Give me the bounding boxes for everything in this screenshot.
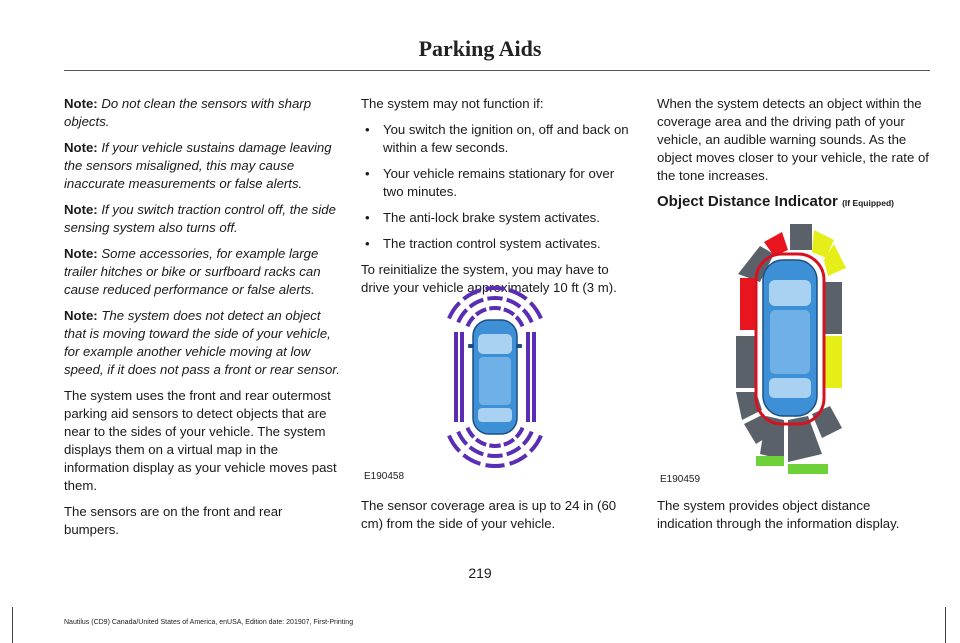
note-label: Note: — [64, 140, 98, 155]
note-1: Note: Do not clean the sensors with shar… — [64, 95, 340, 131]
note-2: Note: If your vehicle sustains damage le… — [64, 139, 340, 193]
coverage-arc-segment — [485, 463, 505, 469]
side-zones — [736, 278, 842, 388]
coverage-arc-segment — [514, 315, 525, 328]
note-text: The system does not detect an object tha… — [64, 308, 340, 377]
heading-text: Object Distance Indicator — [657, 193, 838, 210]
coverage-arc-segment — [514, 426, 525, 439]
coverage-arc-segment — [474, 437, 487, 447]
list-item: The anti-lock brake system activates. — [361, 209, 635, 227]
list-item: The traction control system activates. — [361, 235, 635, 253]
column-2: The system may not function if: You swit… — [361, 95, 635, 305]
crop-mark — [945, 607, 946, 643]
coverage-arc-segment — [462, 288, 482, 301]
coverage-arc-segment — [508, 453, 528, 466]
coverage-arc-segment — [521, 308, 534, 324]
coverage-arc-segment — [465, 315, 476, 328]
coverage-arc-segment — [506, 445, 522, 457]
coverage-arc-segment — [485, 285, 505, 291]
coverage-arc-segment — [528, 434, 543, 453]
coverage-arc-segment — [506, 297, 522, 309]
note-label: Note: — [64, 96, 98, 111]
figure-label: E190459 — [660, 474, 701, 485]
figure-caption: The system provides object distance indi… — [657, 498, 900, 531]
coverage-arc-segment — [488, 443, 502, 448]
coverage-arc-segment — [447, 301, 462, 320]
paragraph-audible-warning: When the system detects an object within… — [657, 96, 929, 183]
coverage-arc-segment — [508, 288, 528, 301]
list-item: Your vehicle remains stationary for over… — [361, 165, 635, 201]
note-4: Note: Some accessories, for example larg… — [64, 245, 340, 299]
bullet-list: You switch the ignition on, off and back… — [361, 121, 635, 253]
edition-footer: Nautilus (CD9) Canada/United States of A… — [64, 619, 354, 626]
note-label: Note: — [64, 202, 98, 217]
note-5: Note: The system does not detect an obje… — [64, 307, 340, 379]
coverage-arc-segment — [468, 297, 484, 309]
page-number: 219 — [468, 565, 492, 581]
coverage-arc-segment — [456, 430, 469, 446]
coverage-arc-segment — [474, 307, 487, 317]
coverage-arc-segment — [465, 426, 476, 439]
coverage-arc-segment — [487, 295, 503, 301]
coverage-arc-segment — [503, 307, 516, 317]
column-1: Note: Do not clean the sensors with shar… — [64, 95, 340, 547]
coverage-arc-segment — [503, 437, 516, 447]
note-3: Note: If you switch traction control off… — [64, 201, 340, 237]
page-title: Parking Aids — [418, 36, 542, 61]
heading-suffix: (If Equipped) — [842, 198, 894, 208]
paragraph-sensors-location: The sensors are on the front and rear bu… — [64, 504, 283, 537]
note-label: Note: — [64, 308, 98, 323]
distance-indicator-figure — [736, 224, 846, 474]
coverage-arc-segment — [521, 430, 534, 446]
coverage-arc-segment — [447, 434, 462, 453]
note-text: Some accessories, for example large trai… — [64, 246, 321, 297]
note-text: If you switch traction control off, the … — [64, 202, 336, 235]
column-3: When the system detects an object within… — [657, 95, 929, 220]
paragraph-sensors-use: The system uses the front and rear outer… — [64, 388, 337, 493]
figure-caption: The sensor coverage area is up to 24 in … — [361, 498, 617, 531]
note-label: Note: — [64, 246, 98, 261]
crop-mark — [12, 607, 13, 643]
coverage-area-figure — [447, 285, 543, 469]
header-rule — [64, 70, 930, 71]
section-heading: Object Distance Indicator (If Equipped) — [657, 193, 929, 212]
coverage-arcs — [447, 285, 543, 469]
coverage-arc-segment — [528, 301, 543, 320]
coverage-arc-segment — [488, 306, 502, 311]
coverage-arc-segment — [468, 445, 484, 457]
coverage-arc-segment — [487, 453, 503, 459]
note-text: Do not clean the sensors with sharp obje… — [64, 96, 312, 129]
note-text: If your vehicle sustains damage leaving … — [64, 140, 332, 191]
front-zones — [738, 224, 846, 282]
paragraph-may-not-function: The system may not function if: — [361, 96, 544, 111]
car-top-view-icon — [468, 319, 522, 435]
list-item: You switch the ignition on, off and back… — [361, 121, 635, 157]
figure-label: E190458 — [364, 471, 405, 482]
car-top-view-icon — [762, 259, 818, 417]
coverage-arc-segment — [462, 453, 482, 466]
coverage-arc-segment — [456, 308, 469, 324]
side-coverage-bars — [454, 332, 536, 422]
